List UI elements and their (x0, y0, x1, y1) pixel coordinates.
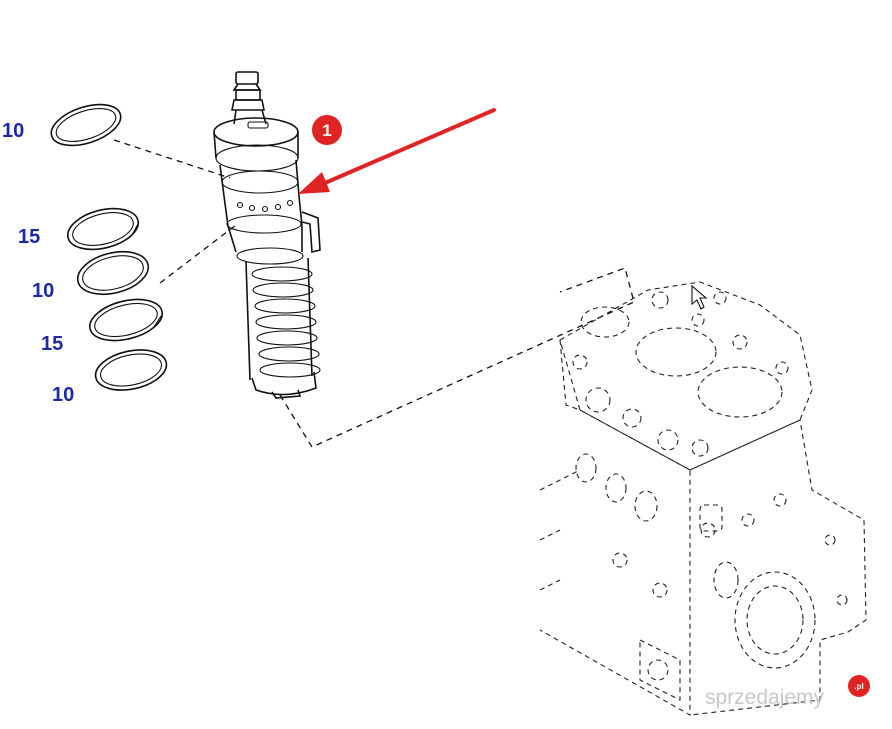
callout-o-ring-10-middle: 10 (32, 280, 54, 302)
leader-lines (113, 139, 635, 448)
o-ring-10-top (50, 103, 122, 147)
callout-o-ring-15-lower: 15 (41, 333, 63, 355)
o-ring-10-bottom (94, 349, 168, 391)
callout-labels: 10 15 10 15 10 (2, 120, 74, 406)
watermark-tld: .pl (854, 682, 863, 691)
o-ring-10-middle (76, 250, 150, 296)
callout-o-ring-10-top: 10 (2, 120, 24, 142)
o-ring-15-lower (89, 298, 163, 342)
injector-unit (213, 71, 321, 399)
engine-block (539, 281, 867, 716)
port-holes (236, 199, 294, 213)
position-badge: 1 (312, 115, 342, 145)
spring (245, 257, 321, 381)
watermark-text: sprzedajemy (705, 686, 825, 709)
callout-o-ring-10-bottom: 10 (52, 384, 74, 406)
watermark: sprzedajemy .pl (705, 675, 870, 709)
callout-o-ring-15-upper: 15 (18, 226, 40, 248)
pointer-arrow (298, 108, 496, 194)
o-ring-15-upper (66, 207, 140, 251)
cursor-icon (691, 284, 708, 310)
badge-number: 1 (322, 121, 331, 140)
